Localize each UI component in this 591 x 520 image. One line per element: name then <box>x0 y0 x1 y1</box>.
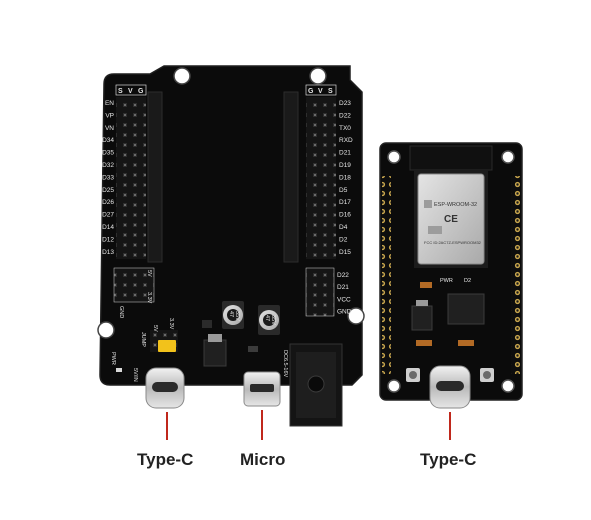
header-mark-left-s: S <box>118 88 123 95</box>
pin-label: D14 <box>102 224 114 231</box>
devkit-d2-mark: D2 <box>464 278 471 284</box>
pin-label: D21 <box>337 284 349 291</box>
jumper-mark-jump: JUMP <box>140 332 146 347</box>
header-mark-left-g: G <box>138 88 144 95</box>
type-c-label-left: Type-C <box>137 450 194 469</box>
devkit-pwr-mark: PWR <box>440 278 453 284</box>
pin-label: D34 <box>102 137 114 144</box>
devkit-right-pins <box>511 176 520 374</box>
right-socket-header <box>283 91 299 263</box>
pin-label: RXD <box>339 137 353 144</box>
pin-label: D26 <box>102 199 114 206</box>
module-ce-mark: CE <box>444 214 458 225</box>
pin-label: TX0 <box>339 125 351 132</box>
cap-mark: 47 <box>228 311 234 317</box>
pin-label: D18 <box>339 174 351 181</box>
mounting-hole <box>387 379 401 393</box>
mounting-hole <box>501 379 515 393</box>
power-led <box>116 368 122 372</box>
pin-label: D19 <box>339 162 351 169</box>
cap-mark: 35V <box>234 311 240 321</box>
pin-label: D16 <box>339 212 351 219</box>
right-pin-header <box>306 97 336 259</box>
mounting-hole <box>173 67 191 85</box>
mounting-hole <box>97 321 115 339</box>
smd-resistor <box>458 340 474 346</box>
pin-label: D27 <box>102 212 114 219</box>
pin-label: D4 <box>339 224 348 231</box>
mounting-hole <box>309 67 327 85</box>
module-name: ESP-WROOM-32 <box>434 202 477 208</box>
esp-wroom-32-module: ESP-WROOM-32 CE FCC ID:2AC7Z-ESPWROOM32 <box>414 170 488 268</box>
pin-label: D13 <box>102 249 114 256</box>
mounting-hole <box>347 307 365 325</box>
jumper-cap <box>158 340 176 352</box>
micro-usb-connector <box>243 371 281 407</box>
pin-label: D33 <box>102 174 114 181</box>
jumper-mark-3v3: 3.3V <box>168 318 174 330</box>
regulator <box>411 305 433 331</box>
jumper-mark-5v: 5V <box>152 325 158 332</box>
dc-barrel-jack <box>289 343 343 427</box>
usb-mark: 5V/IN <box>132 368 138 382</box>
type-c-connector-right <box>429 365 471 409</box>
pwr-mark: PWR <box>110 352 116 365</box>
pin-label: D22 <box>339 112 351 119</box>
module-fcc: FCC ID:2AC7Z-ESPWROOM32 <box>424 240 482 245</box>
esp32-devkit-board: ESP-WROOM-32 CE FCC ID:2AC7Z-ESPWROOM32 … <box>379 142 523 409</box>
pin-label: D15 <box>339 249 351 256</box>
micro-label: Micro <box>240 450 286 469</box>
type-c-connector-left <box>145 367 185 409</box>
left-socket-header <box>147 91 163 263</box>
header-mark-right-g: G <box>308 88 314 95</box>
pin-label: D17 <box>339 199 351 206</box>
smd-resistor <box>416 340 432 346</box>
pin-label: D35 <box>102 150 114 157</box>
expansion-board: S V G G V S ENVPVND34D35D32D33D25D26D27D… <box>97 65 365 427</box>
mounting-hole <box>501 150 515 164</box>
pin-label: D32 <box>102 162 114 169</box>
smd-component <box>420 282 432 288</box>
pin-label: D22 <box>337 272 349 279</box>
power-mark-5v: 5V <box>146 270 152 277</box>
voltage-regulator <box>203 339 227 367</box>
header-mark-right-s: S <box>328 88 333 95</box>
cap-mark: 35V <box>270 315 276 325</box>
left-power-header <box>113 267 155 303</box>
type-c-label-right: Type-C <box>420 450 477 469</box>
header-mark-right-v: V <box>318 88 323 95</box>
pin-label: D2 <box>339 236 348 243</box>
usb-uart-chip <box>447 293 485 325</box>
pin-label: GND <box>337 309 352 316</box>
pin-label: D23 <box>339 100 351 107</box>
cap-mark: 47 <box>264 315 270 321</box>
power-mark-3v3: 3.3V <box>146 292 152 304</box>
pin-label: D25 <box>102 187 114 194</box>
pin-label: VP <box>105 112 114 119</box>
right-power-header <box>305 267 335 317</box>
devkit-left-pins <box>382 176 391 374</box>
pin-label: D5 <box>339 187 348 194</box>
power-mark-gnd: GND <box>118 306 124 318</box>
dc-mark: DC6.5-16V <box>282 350 288 378</box>
left-pin-header <box>116 97 146 259</box>
mounting-hole <box>387 150 401 164</box>
capacitor: 47 35V <box>222 301 244 329</box>
pin-label: VCC <box>337 296 351 303</box>
pin-label: D21 <box>339 150 351 157</box>
header-mark-left-v: V <box>128 88 133 95</box>
diode <box>202 320 212 328</box>
capacitor: 47 35V <box>258 305 280 335</box>
pin-label: VN <box>105 125 114 132</box>
pin-label: D12 <box>102 236 114 243</box>
pin-label: EN <box>105 100 114 107</box>
smd-component <box>248 346 258 352</box>
